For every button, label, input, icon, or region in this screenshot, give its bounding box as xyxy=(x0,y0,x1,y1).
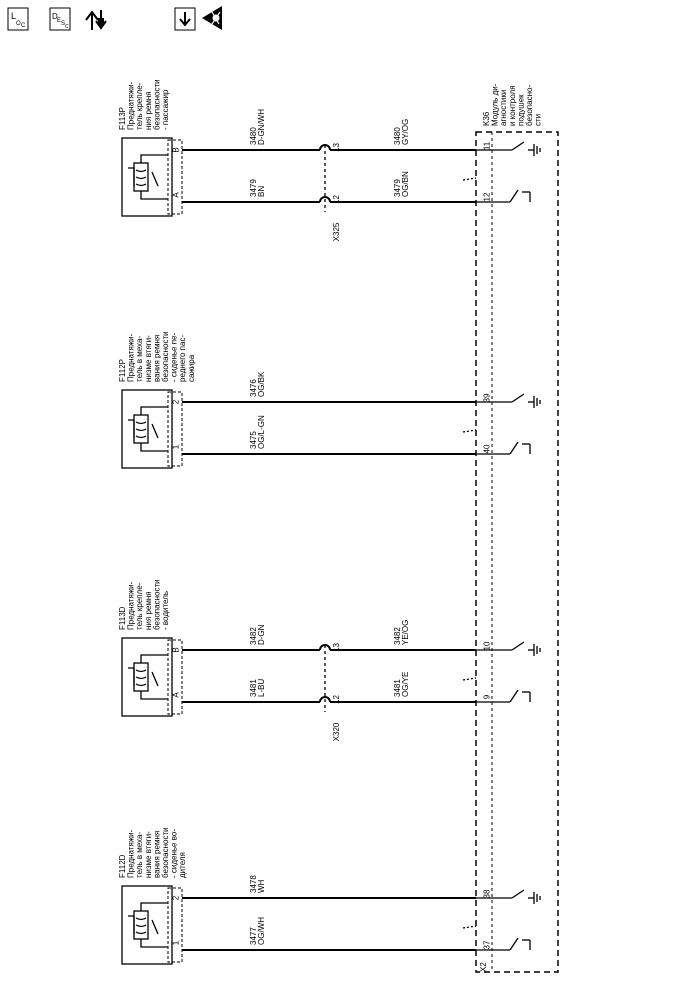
svg-text:F113D Преднатяжи-: F113D Преднатяжи- тель крепле- ния ремня… xyxy=(118,577,170,630)
svg-text:39: 39 xyxy=(483,393,492,402)
svg-text:X320: X320 xyxy=(332,722,341,741)
module-id: K36 xyxy=(482,111,491,126)
svg-text:3481OG/YE: 3481OG/YE xyxy=(393,672,410,697)
svg-text:F113P Преднатяжи-: F113P Преднатяжи- тель крепле- ния ремня… xyxy=(118,77,170,130)
device-f113p: B A F113P Преднатяжи- тель крепле- ния р… xyxy=(118,77,183,217)
svg-text:K36 Модуль ди- агн: K36 Модуль ди- агностики и контроля поду… xyxy=(482,81,543,126)
svg-text:F112D Преднатяжи-: F112D Преднатяжи- тель в меха- низме втя… xyxy=(118,825,187,878)
svg-text:38: 38 xyxy=(483,889,492,898)
svg-text:3479BN: 3479BN xyxy=(249,179,266,197)
svg-text:11: 11 xyxy=(483,141,492,150)
wire-labels: 3480D-GN/WH 3479BN 3480GY/OG 3479OG/BN 3… xyxy=(249,109,410,945)
module-k36: K36 Модуль ди- агностики и контроля поду… xyxy=(475,81,559,973)
svg-text:E: E xyxy=(57,18,61,24)
svg-text:S: S xyxy=(61,21,65,27)
device-id: F112D xyxy=(118,854,127,878)
connector-x325: 13 12 X325 xyxy=(332,142,341,241)
connector-info-icon[interactable] xyxy=(85,10,107,30)
device-id: F112P xyxy=(118,359,127,382)
svg-text:3480GY/OG: 3480GY/OG xyxy=(393,119,410,145)
connector-x320: 13 12 X320 xyxy=(332,642,341,741)
svg-text:L: L xyxy=(11,11,16,21)
svg-text:C: C xyxy=(65,24,69,30)
pin-label: 2 xyxy=(172,895,181,900)
svg-text:37: 37 xyxy=(483,940,492,949)
pin-label: 1 xyxy=(172,940,181,945)
wire-f113d-a xyxy=(182,696,476,703)
pin-label: A xyxy=(172,692,181,698)
svg-text:F112P Преднатяжи-: F112P Преднатяжи- тель в меха- низме втя… xyxy=(118,329,196,382)
wire-f113d-b xyxy=(182,644,476,651)
wire-f113p-a xyxy=(182,196,476,203)
device-id: F113D xyxy=(118,606,127,630)
svg-text:13: 13 xyxy=(332,142,341,151)
svg-text:O: O xyxy=(16,21,21,27)
device-id: F113P xyxy=(118,107,127,130)
svg-text:3478WH: 3478WH xyxy=(249,875,266,893)
svg-text:3479OG/BN: 3479OG/BN xyxy=(393,171,410,197)
svg-text:9: 9 xyxy=(483,694,492,699)
down-arrow-icon[interactable] xyxy=(174,7,196,31)
desc-icon[interactable]: D E S C xyxy=(49,7,71,31)
svg-text:3482YE/OG: 3482YE/OG xyxy=(393,620,410,645)
loc-icon[interactable]: L O C xyxy=(7,7,29,31)
device-f112p: 2 1 F112P Преднатяжи- тель в меха- низме… xyxy=(118,329,196,469)
svg-text:X325: X325 xyxy=(332,222,341,241)
pin-label: B xyxy=(172,147,181,152)
svg-text:D: D xyxy=(52,12,58,21)
module-pin-labels: 11 12 39 40 10 9 38 37 xyxy=(483,141,492,949)
svg-text:3476OG/BK: 3476OG/BK xyxy=(249,371,266,397)
esd-warning-icon[interactable] xyxy=(202,6,222,30)
wire-f113p-b xyxy=(182,144,476,151)
svg-text:12: 12 xyxy=(332,194,341,203)
svg-text:3475OG/L-GN: 3475OG/L-GN xyxy=(249,415,266,449)
svg-text:3480D-GN/WH: 3480D-GN/WH xyxy=(249,109,266,145)
svg-text:3481L-BU: 3481L-BU xyxy=(249,679,266,697)
module-circuit-f113d xyxy=(462,641,541,703)
svg-text:13: 13 xyxy=(332,642,341,651)
pin-label: A xyxy=(172,192,181,198)
svg-text:C: C xyxy=(21,23,26,29)
module-circuit-f112p xyxy=(462,393,541,455)
pin-label: B xyxy=(172,647,181,652)
module-connector-label: X2 xyxy=(479,962,488,972)
svg-text:12: 12 xyxy=(483,192,492,201)
svg-text:3482D-GN: 3482D-GN xyxy=(249,624,266,645)
device-f112d: 2 1 F112D Преднатяжи- тель в меха- низме… xyxy=(118,825,187,965)
svg-text:3477OG/WH: 3477OG/WH xyxy=(249,917,266,945)
svg-text:40: 40 xyxy=(483,444,492,453)
module-circuit-f113p xyxy=(462,141,541,203)
pin-label: 2 xyxy=(172,399,181,404)
svg-text:12: 12 xyxy=(332,694,341,703)
pin-label: 1 xyxy=(172,444,181,449)
module-circuit-f112d xyxy=(462,889,541,951)
device-f113d: B A F113D Преднатяжи- тель крепле- ния р… xyxy=(118,577,183,717)
svg-text:10: 10 xyxy=(483,641,492,650)
